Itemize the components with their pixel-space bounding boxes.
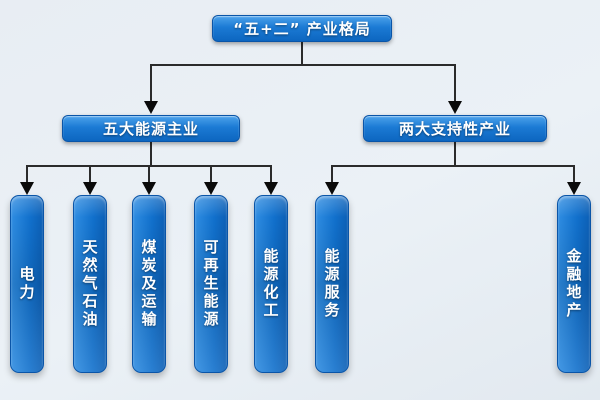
node-electric-power-label: 电力: [17, 266, 36, 302]
node-renewable-energy-label: 可再生能源: [201, 239, 220, 329]
arrow-down-icon: [20, 182, 34, 195]
node-root-label: “五+二” 产业格局: [233, 20, 371, 38]
arrow-down-icon: [204, 182, 218, 195]
connector-line: [454, 142, 456, 166]
node-branch-supporting-label: 两大支持性产业: [398, 120, 511, 138]
node-energy-service: 能源服务: [315, 195, 349, 373]
node-gas-oil-label: 天然气石油: [80, 239, 99, 329]
node-gas-oil: 天然气石油: [73, 195, 107, 373]
connector-line: [26, 165, 28, 183]
node-finance-realestate: 金融地产: [557, 195, 591, 373]
arrow-down-icon: [144, 101, 158, 114]
node-renewable-energy: 可再生能源: [194, 195, 228, 373]
connector-line: [210, 165, 212, 183]
connector-line: [301, 42, 303, 66]
connector-line: [150, 142, 152, 166]
connector-line: [150, 64, 456, 66]
arrow-down-icon: [83, 182, 97, 195]
connector-line: [573, 165, 575, 183]
arrow-down-icon: [567, 182, 581, 195]
connector-line: [332, 165, 575, 167]
node-energy-service-label: 能源服务: [322, 248, 341, 320]
node-branch-energy-main-label: 五大能源主业: [102, 120, 199, 138]
node-coal-transport: 煤炭及运输: [132, 195, 166, 373]
connector-line: [331, 165, 333, 183]
arrow-down-icon: [448, 101, 462, 114]
arrow-down-icon: [264, 182, 278, 195]
connector-line: [270, 165, 272, 183]
connector-line: [150, 64, 152, 103]
node-branch-supporting: 两大支持性产业: [363, 115, 547, 142]
node-energy-chemical: 能源化工: [254, 195, 288, 373]
node-energy-chemical-label: 能源化工: [261, 248, 280, 320]
node-coal-transport-label: 煤炭及运输: [139, 239, 158, 329]
arrow-down-icon: [142, 182, 156, 195]
connector-line: [148, 165, 150, 183]
node-root: “五+二” 产业格局: [212, 15, 392, 42]
node-electric-power: 电力: [10, 195, 44, 373]
node-branch-energy-main: 五大能源主业: [62, 115, 240, 142]
arrow-down-icon: [325, 182, 339, 195]
connector-line: [454, 64, 456, 103]
node-finance-realestate-label: 金融地产: [564, 248, 583, 320]
connector-line: [89, 165, 91, 183]
